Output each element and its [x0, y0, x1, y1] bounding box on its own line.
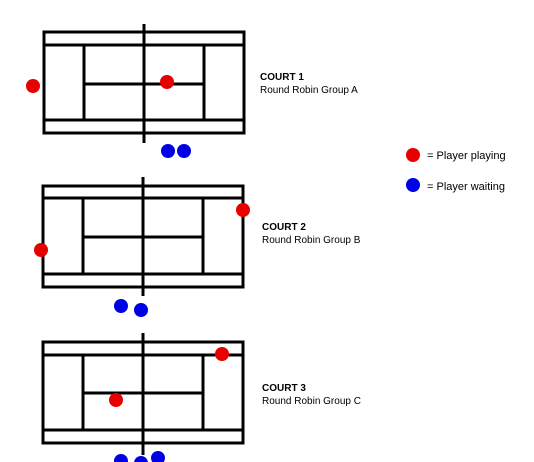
player-waiting-dot — [161, 144, 175, 158]
player-waiting-dot — [114, 299, 128, 313]
legend-waiting-dot — [406, 178, 420, 192]
legend-waiting-label: = Player waiting — [427, 181, 505, 193]
court-3 — [41, 333, 245, 455]
player-waiting-dot — [134, 456, 148, 462]
court-1-title: COURT 1 — [260, 72, 304, 83]
court-2 — [41, 177, 245, 296]
player-playing-dot — [109, 393, 123, 407]
player-waiting-dot — [114, 454, 128, 462]
player-playing-dot — [160, 75, 174, 89]
player-waiting-dot — [177, 144, 191, 158]
players-waiting — [114, 144, 191, 462]
player-playing-dot — [215, 347, 229, 361]
court-2-subtitle: Round Robin Group B — [262, 235, 361, 246]
player-playing-dot — [34, 243, 48, 257]
court-2-title: COURT 2 — [262, 222, 306, 233]
legend-playing-dot — [406, 148, 420, 162]
player-playing-dot — [236, 203, 250, 217]
court-1-subtitle: Round Robin Group A — [260, 85, 358, 96]
player-playing-dot — [26, 79, 40, 93]
player-waiting-dot — [151, 451, 165, 462]
player-waiting-dot — [134, 303, 148, 317]
legend: = Player playing = Player waiting — [406, 148, 506, 193]
players-playing — [26, 75, 250, 407]
court-3-title: COURT 3 — [262, 383, 306, 394]
court-1 — [42, 24, 246, 143]
legend-playing-label: = Player playing — [427, 150, 506, 162]
court-3-subtitle: Round Robin Group C — [262, 396, 361, 407]
